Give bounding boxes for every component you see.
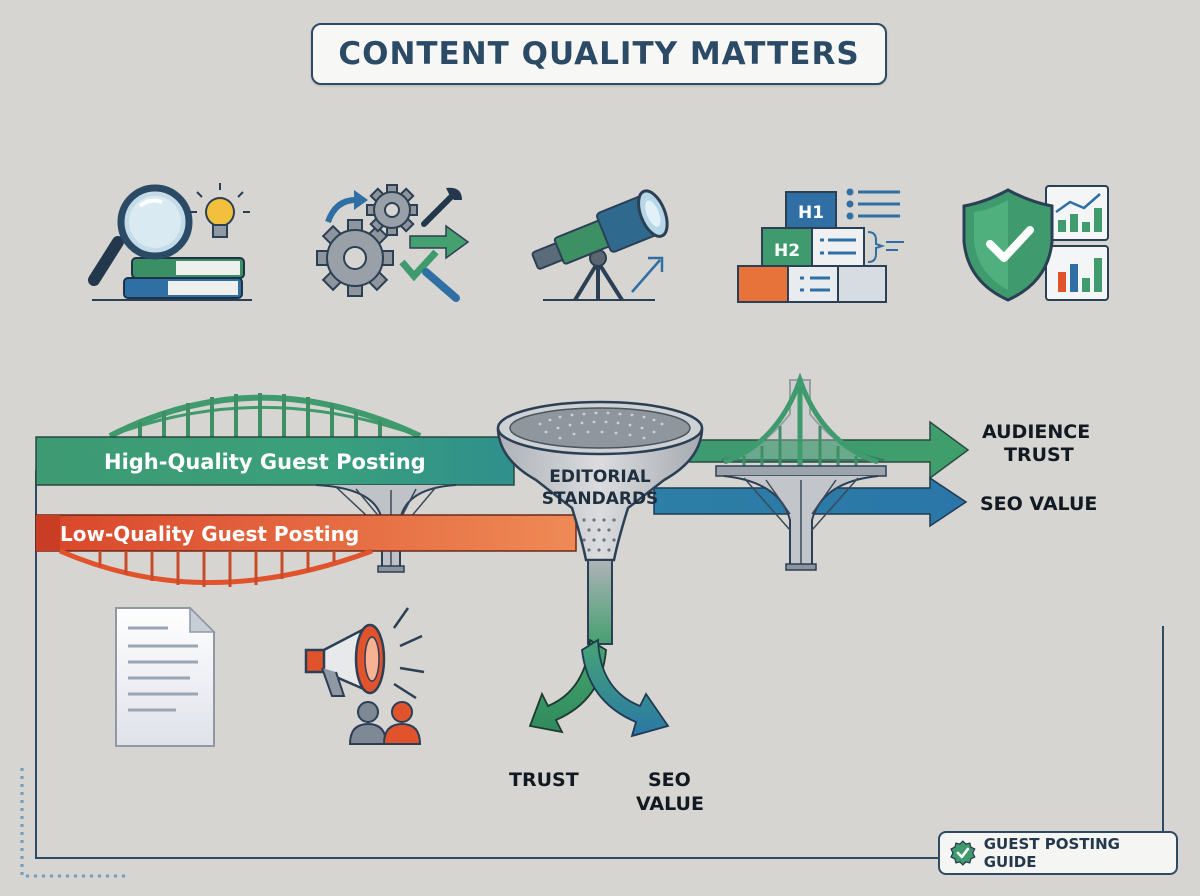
seo-split-arrow — [581, 638, 670, 738]
seo-label-line1: SEO — [648, 769, 691, 791]
right-bridge — [715, 372, 887, 571]
title-box: CONTENT QUALITY MATTERS — [311, 23, 887, 85]
left-bridge — [108, 393, 422, 439]
low-quality-label: Low-Quality Guest Posting — [60, 522, 359, 546]
seo-value-label: SEO VALUE — [980, 493, 1097, 515]
trust-label: TRUST — [509, 769, 579, 791]
badge-label: GUEST POSTING GUIDE — [983, 835, 1120, 871]
bottom-output-labels: TRUST SEO VALUE — [509, 769, 704, 815]
editorial-label-line1: EDITORIAL — [549, 467, 651, 487]
megaphone-audience-icon — [304, 607, 425, 745]
editorial-funnel: EDITORIAL STANDARDS — [496, 400, 704, 645]
editorial-label-line2: STANDARDS — [542, 489, 659, 509]
badge-check-icon — [950, 840, 976, 866]
audience-label-line2: TRUST — [1004, 444, 1074, 466]
heading-structure-icon: H2 H1 — [737, 188, 904, 303]
low-quality-band: Low-Quality Guest Posting — [35, 514, 577, 552]
dotted-corner — [20, 768, 130, 878]
h1-label: H1 — [798, 203, 824, 223]
audience-label-line1: AUDIENCE — [982, 421, 1090, 443]
low-bridge-sag — [59, 548, 373, 587]
guide-badge: GUEST POSTING GUIDE — [938, 831, 1178, 875]
seo-label-line2: VALUE — [636, 793, 704, 815]
right-output-labels: AUDIENCE TRUST SEO VALUE — [980, 421, 1097, 515]
security-analytics-icon — [962, 185, 1109, 302]
process-gears-icon — [316, 184, 470, 302]
document-icon — [115, 606, 216, 747]
vision-telescope-icon — [531, 189, 669, 302]
h2-label: H2 — [774, 241, 800, 261]
page-title: CONTENT QUALITY MATTERS — [338, 36, 860, 72]
research-icon — [88, 183, 252, 301]
high-quality-band: High-Quality Guest Posting — [35, 436, 515, 486]
high-quality-label: High-Quality Guest Posting — [104, 450, 426, 474]
